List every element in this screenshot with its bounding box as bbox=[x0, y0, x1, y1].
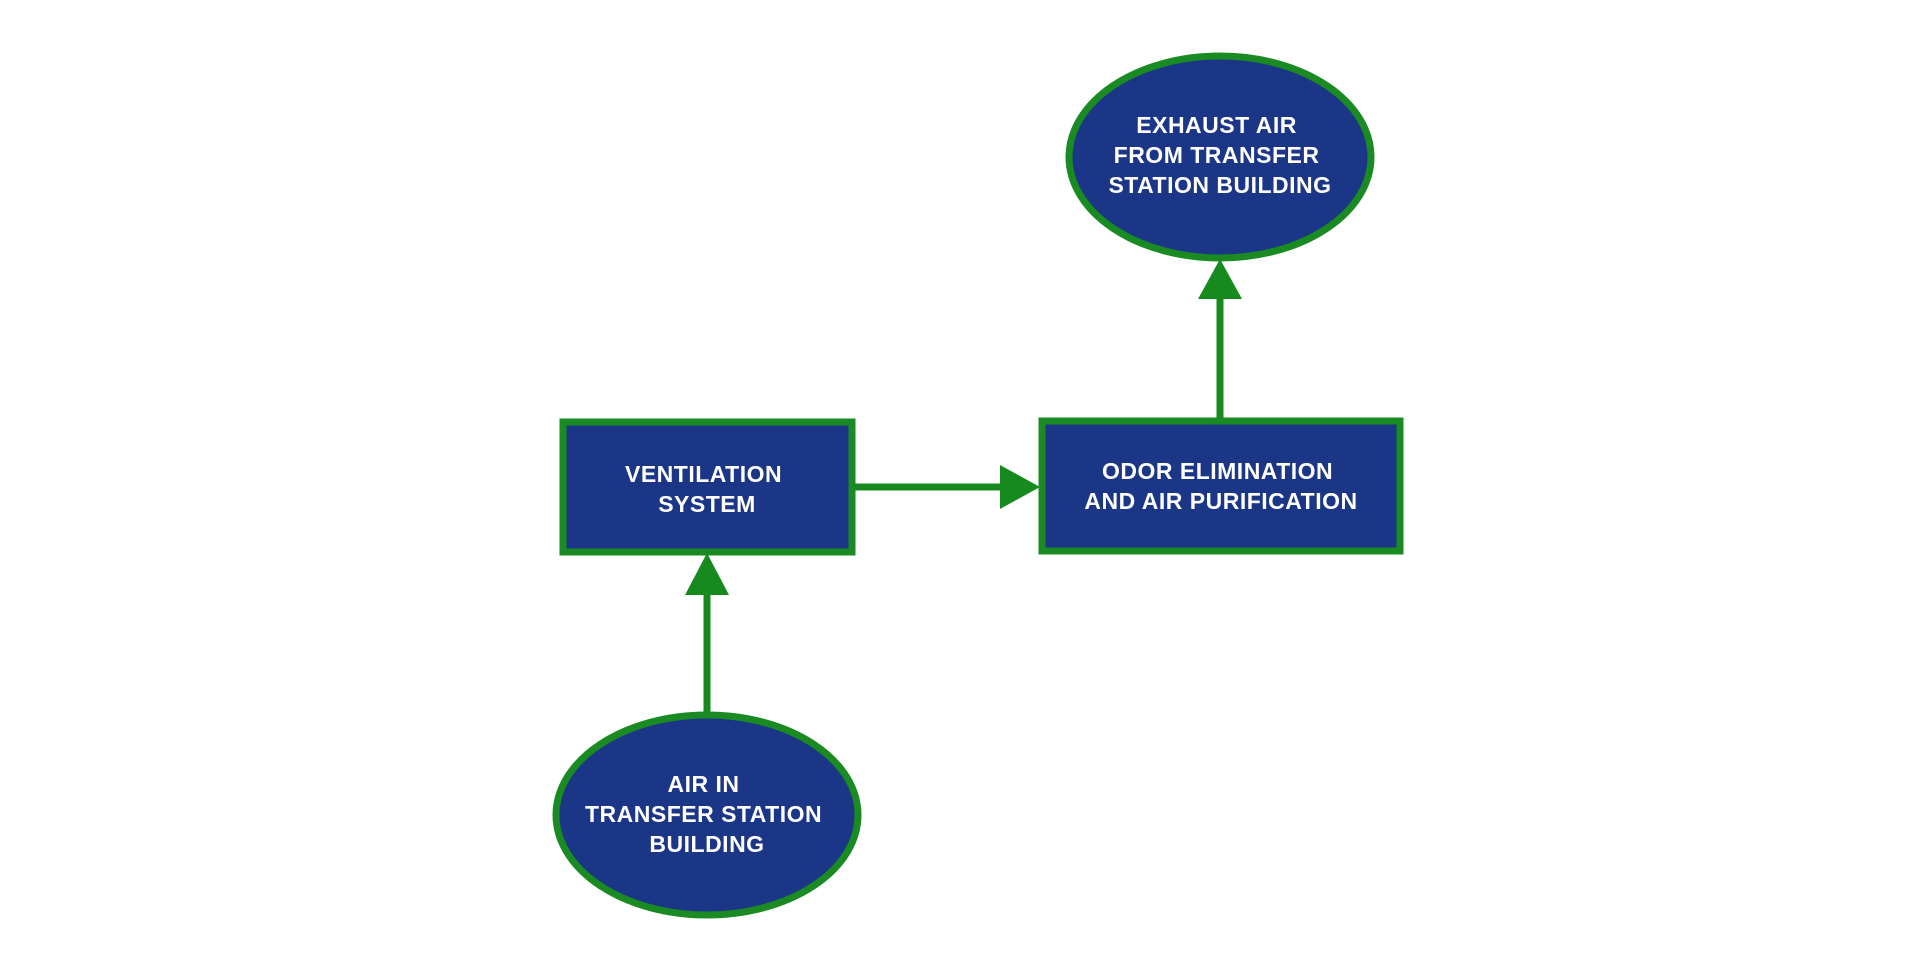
edge-odor-to-exhaust bbox=[1198, 259, 1242, 420]
node-odor-line-1: ODOR ELIMINATION bbox=[1102, 458, 1333, 484]
node-ventilation-line-2: SYSTEM bbox=[658, 491, 756, 517]
node-odor-elimination: ODOR ELIMINATION AND AIR PURIFICATION bbox=[1038, 417, 1404, 555]
node-air-in-line-1: AIR IN bbox=[668, 771, 740, 797]
node-ventilation-system: VENTILATION SYSTEM bbox=[559, 418, 856, 556]
svg-text:VENTILATION SYSTEM: VENTILATION SYSTEM bbox=[625, 461, 789, 517]
svg-text:EXHAUST AIR FROM TRANS: EXHAUST AIR FROM TRANSFER STATION BUILDI… bbox=[1108, 112, 1331, 198]
edge-ventilation-to-odor bbox=[852, 465, 1040, 509]
node-air-in: AIR IN TRANSFER STATION BUILDING bbox=[552, 711, 862, 919]
node-exhaust-line-1: EXHAUST AIR bbox=[1136, 112, 1297, 138]
node-air-in-line-3: BUILDING bbox=[649, 831, 764, 857]
node-exhaust-line-3: STATION BUILDING bbox=[1108, 172, 1331, 198]
arrowhead-right-icon bbox=[1000, 465, 1040, 509]
edge-air-in-to-ventilation bbox=[685, 553, 729, 715]
node-odor-line-2: AND AIR PURIFICATION bbox=[1084, 488, 1357, 514]
svg-text:AIR IN TRANSFER STATIO: AIR IN TRANSFER STATION BUILDING bbox=[585, 771, 829, 857]
node-exhaust-line-2: FROM TRANSFER bbox=[1114, 142, 1320, 168]
node-air-in-line-2: TRANSFER STATION bbox=[585, 801, 822, 827]
svg-text:ODOR ELIMINATION AND A: ODOR ELIMINATION AND AIR PURIFICATION bbox=[1084, 458, 1357, 514]
node-exhaust-air: EXHAUST AIR FROM TRANSFER STATION BUILDI… bbox=[1065, 52, 1375, 262]
arrowhead-up-icon bbox=[1198, 259, 1242, 299]
node-ventilation-line-1: VENTILATION bbox=[625, 461, 782, 487]
arrowhead-up-icon bbox=[685, 553, 729, 595]
